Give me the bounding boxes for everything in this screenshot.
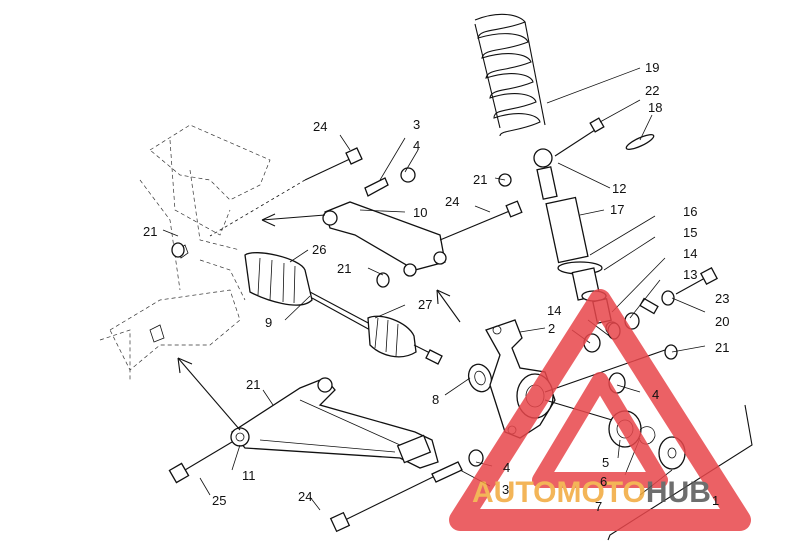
- callout-labels: 1 2 3 3 4 4 4 5 6 7 8 9 10 11 12 13 14 1…: [143, 60, 729, 514]
- callout-11: 11: [242, 468, 256, 483]
- drive-shaft: [244, 252, 443, 365]
- callout-16: 16: [683, 204, 697, 219]
- hub-seal: [467, 363, 493, 393]
- watermark-text-hub: HUB: [646, 476, 711, 509]
- callout-6: 6: [600, 474, 607, 489]
- callout-21: 21: [337, 261, 351, 276]
- callout-19: 19: [645, 60, 659, 75]
- callout-22: 22: [645, 83, 659, 98]
- callout-9: 9: [265, 315, 272, 330]
- callout-21: 21: [246, 377, 260, 392]
- svg-text:AUTOMOTOHUB: AUTOMOTOHUB: [472, 476, 711, 509]
- nut-left: [171, 242, 185, 258]
- callout-5: 5: [602, 455, 609, 470]
- callout-2: 2: [548, 321, 555, 336]
- callout-18: 18: [648, 100, 662, 115]
- nut-mid: [376, 272, 390, 288]
- frame-outline: [99, 124, 271, 380]
- coil-spring: [474, 13, 546, 137]
- callout-13: 13: [683, 267, 697, 282]
- callout-24: 24: [313, 119, 327, 134]
- callout-21: 21: [473, 172, 487, 187]
- callout-24: 24: [445, 194, 459, 209]
- long-bolt: [209, 147, 416, 237]
- callout-12: 12: [612, 181, 626, 196]
- callout-8: 8: [432, 392, 439, 407]
- watermark-inner-triangle: [532, 372, 668, 488]
- arm-bolt: [439, 200, 523, 241]
- lower-a-arm: [230, 377, 439, 469]
- leader-lines: [162, 67, 706, 511]
- watermark-logo: AUTOMOTOHUB: [449, 289, 751, 531]
- callout-21: 21: [715, 340, 729, 355]
- callout-25: 25: [212, 493, 226, 508]
- callout-3: 3: [413, 117, 420, 132]
- lower-arm-bolt: [168, 441, 233, 484]
- callout-3: 3: [502, 482, 509, 497]
- callout-14: 14: [547, 303, 561, 318]
- watermark-text-auto: AUTO: [472, 476, 556, 509]
- upper-a-arm: [261, 201, 447, 277]
- callout-14: 14: [683, 246, 697, 261]
- callout-20: 20: [715, 314, 729, 329]
- callout-10: 10: [413, 205, 427, 220]
- watermark-triangle: [449, 289, 751, 531]
- callout-1: 1: [712, 493, 719, 508]
- callout-4: 4: [413, 138, 420, 153]
- callout-27: 27: [418, 297, 432, 312]
- callout-17: 17: [610, 202, 624, 217]
- watermark-text-moto: MOTO: [556, 476, 645, 509]
- callout-26: 26: [312, 242, 326, 257]
- callout-21: 21: [143, 224, 157, 239]
- callout-4: 4: [652, 387, 659, 402]
- callout-7: 7: [595, 499, 602, 514]
- bottom-long-bolt: [329, 449, 484, 533]
- callout-15: 15: [683, 225, 697, 240]
- callout-4: 4: [503, 460, 510, 475]
- callout-23: 23: [715, 291, 729, 306]
- callout-24: 24: [298, 489, 312, 504]
